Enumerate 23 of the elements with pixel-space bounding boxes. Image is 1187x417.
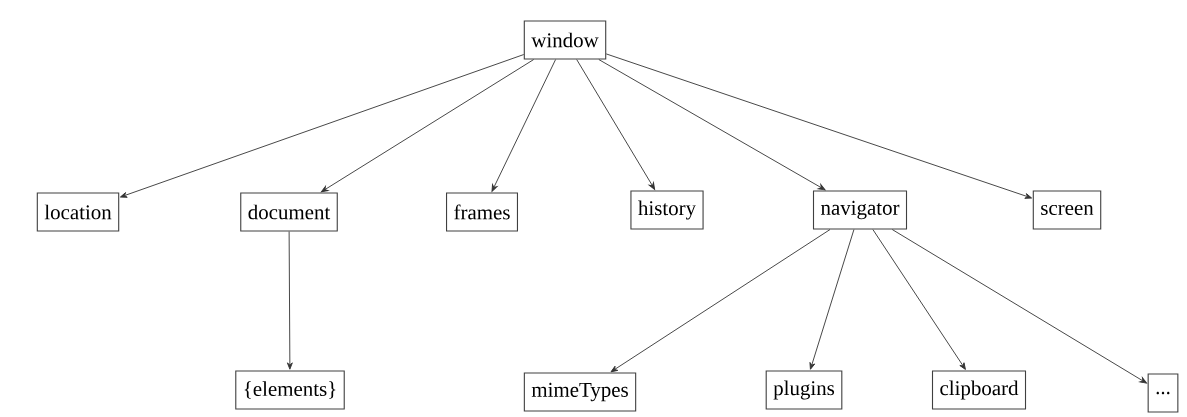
tree-node-box: clipboard xyxy=(931,370,1027,410)
arrow xyxy=(610,229,831,373)
tree-node-box: location xyxy=(36,192,120,232)
arrow xyxy=(598,59,826,191)
arrow xyxy=(576,59,656,190)
arrow xyxy=(891,229,1147,384)
tree-node-box: document xyxy=(240,192,338,232)
tree-node-box: window xyxy=(523,20,607,60)
tree-node-box: plugins xyxy=(765,370,843,410)
tree-node-box: frames xyxy=(446,192,518,232)
arrow xyxy=(119,54,525,198)
tree-node-box: history xyxy=(630,190,704,230)
tree-node-box: mimeTypes xyxy=(523,372,637,412)
arrow xyxy=(286,231,293,370)
tree-node-box: {elements} xyxy=(235,370,345,410)
tree-node-box: screen xyxy=(1032,190,1102,230)
arrow xyxy=(605,53,1032,199)
tree-node-box: navigator xyxy=(812,190,908,230)
arrow xyxy=(491,59,557,192)
tree-node-box: ... xyxy=(1147,373,1179,413)
arrow xyxy=(809,229,855,370)
arrow xyxy=(872,229,966,370)
arrow xyxy=(320,59,535,193)
